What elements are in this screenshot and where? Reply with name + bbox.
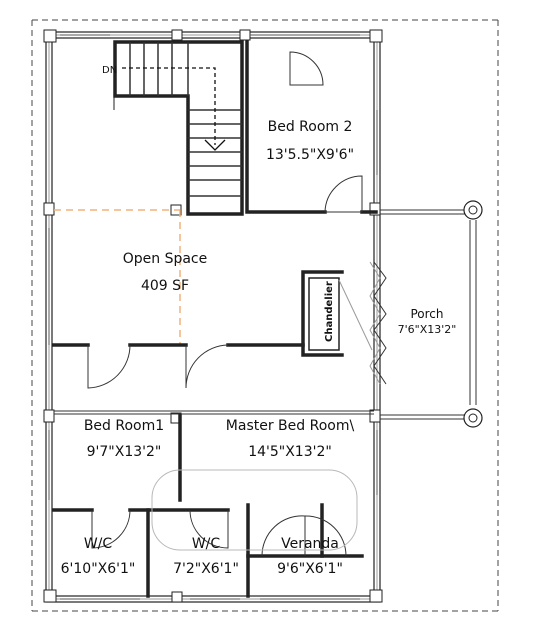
- outer-dashed-boundary: [31, 19, 499, 612]
- open-space-guides: [54, 209, 181, 345]
- bedroom1-name: Bed Room1: [84, 418, 164, 434]
- staircase: [113, 40, 244, 216]
- wc1-name: W/C: [84, 536, 113, 552]
- open-space-name: Open Space: [123, 251, 208, 267]
- master-bedroom-name: Master Bed Room\: [226, 418, 355, 434]
- veranda-name: Veranda: [281, 536, 339, 552]
- windows: [48, 34, 378, 600]
- porch-size: 7'6"X13'2": [398, 323, 457, 336]
- chandelier-box: [308, 277, 373, 351]
- bedroom2-name: Bed Room 2: [268, 119, 353, 135]
- stair-dn-label: DN: [102, 65, 117, 76]
- veranda-size: 9'6"X6'1": [277, 561, 343, 577]
- wc2-size: 7'2"X6'1": [173, 561, 239, 577]
- porch: [369, 200, 483, 428]
- master-bed-outline: [151, 469, 358, 551]
- master-bedroom-size: 14'5"X13'2": [248, 444, 332, 460]
- chandelier-label: Chandelier: [324, 281, 335, 342]
- bedroom2-walls: [245, 40, 378, 214]
- bedroom2-size: 13'5.5"X9'6": [266, 147, 354, 163]
- bedroom1-size: 9'7"X13'2": [87, 444, 162, 460]
- open-space-size: 409 SF: [141, 278, 189, 294]
- wc1-size: 6'10"X6'1": [61, 561, 136, 577]
- wc2-name: W/C: [192, 536, 221, 552]
- porch-name: Porch: [410, 307, 443, 321]
- doors: [87, 344, 347, 557]
